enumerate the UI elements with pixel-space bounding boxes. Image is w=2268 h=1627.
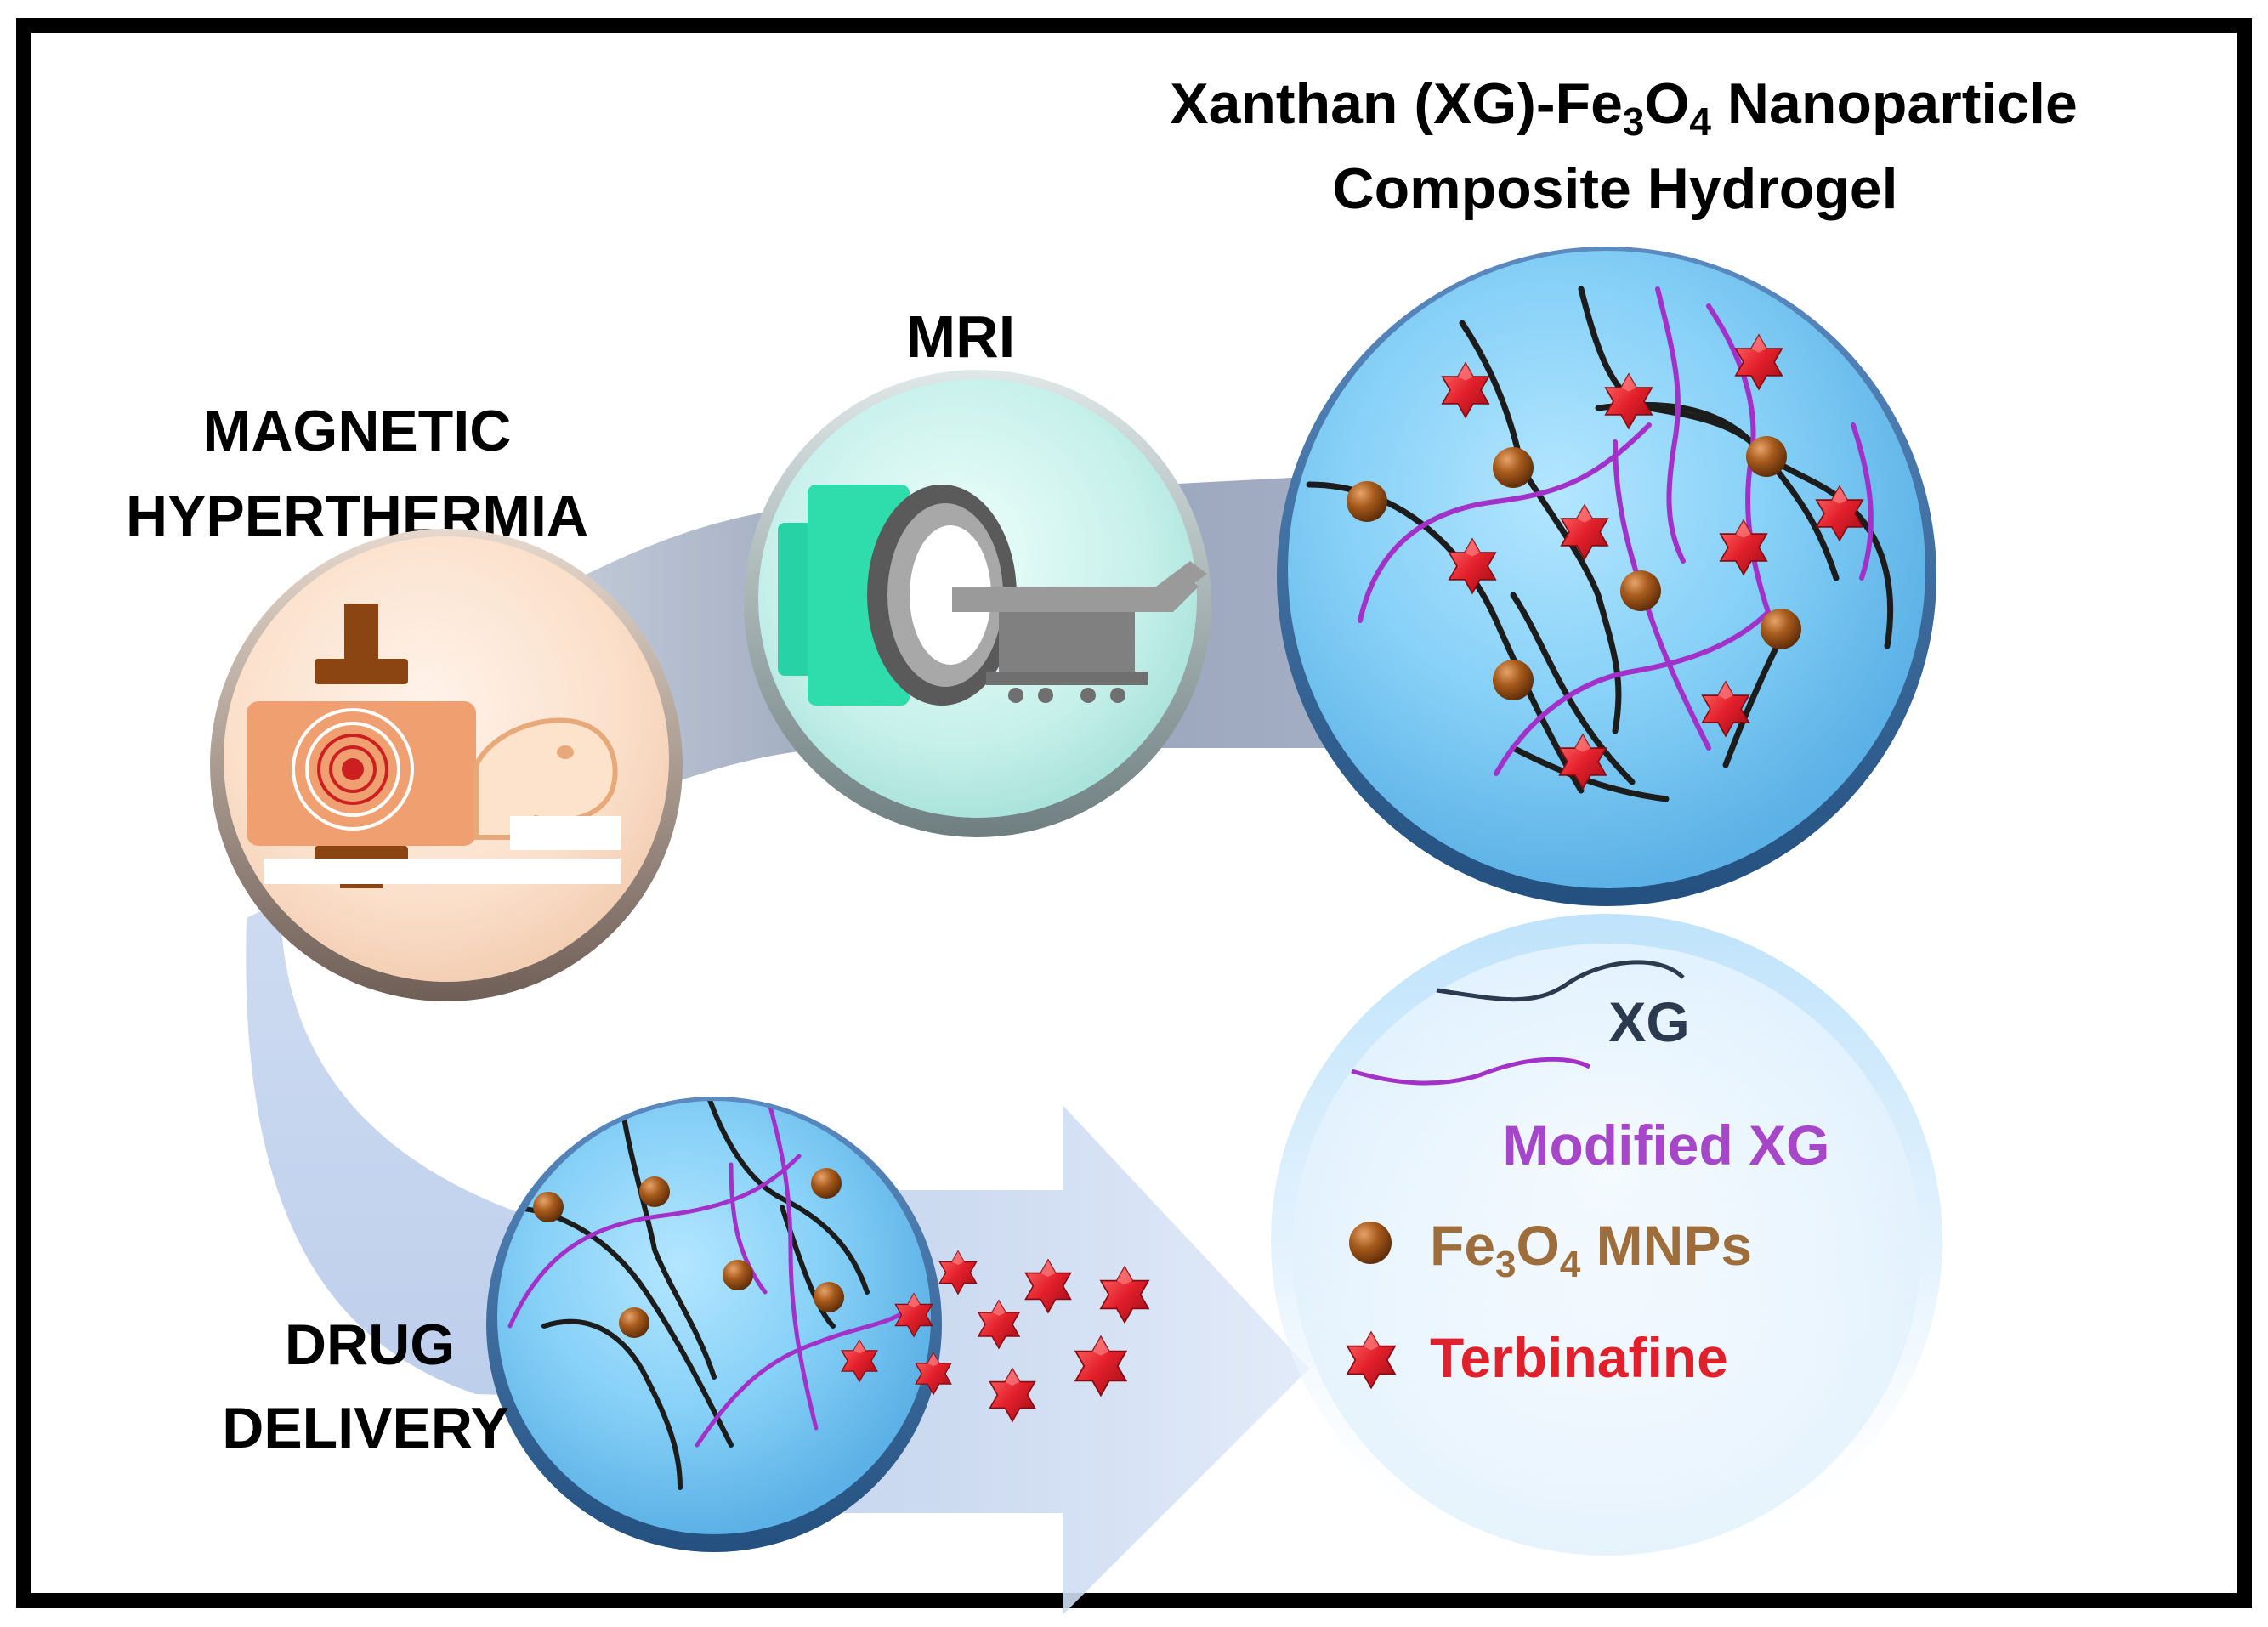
legend-xg-label: XG — [1608, 990, 1689, 1053]
hydrogel-network-sphere — [1277, 247, 1936, 906]
legend-modified-xg-label: Modified XG — [1503, 1114, 1830, 1176]
legend-modified-xg-strand — [1351, 1057, 1591, 1086]
hyperthermia-label-line-1: MAGNETIC — [203, 399, 512, 463]
drug-delivery-label-line-1: DRUG — [285, 1312, 455, 1377]
legend-fe3o4-label: Fe3O4 MNPs — [1430, 1214, 1752, 1285]
drug-delivery-label-line-2: DELIVERY — [222, 1396, 509, 1460]
legend-nanoparticle-icon — [1349, 1222, 1392, 1264]
drug-delivery-sphere — [486, 1097, 942, 1552]
mri-scanner-icon — [744, 370, 1211, 837]
hyperthermia-label-line-2: HYPERTHERMIA — [126, 484, 588, 548]
hyperthermia-device-icon — [210, 529, 683, 1001]
title-line-2: Composite Hydrogel — [1333, 156, 1898, 221]
legend-xg-strand — [1436, 960, 1685, 1002]
title-line-1: Xanthan (XG)-Fe3O4 Nanoparticle — [1170, 71, 2078, 144]
legend-terbinafine-label: Terbinafine — [1430, 1326, 1728, 1389]
mri-label: MRI — [906, 303, 1015, 370]
legend: XG Modified XG Fe3O4 MNPs Terbinafine — [1271, 914, 1942, 1568]
drug-sphere-nanoparticles — [533, 1168, 844, 1338]
hydrogel-nanoparticles — [1347, 436, 1801, 700]
